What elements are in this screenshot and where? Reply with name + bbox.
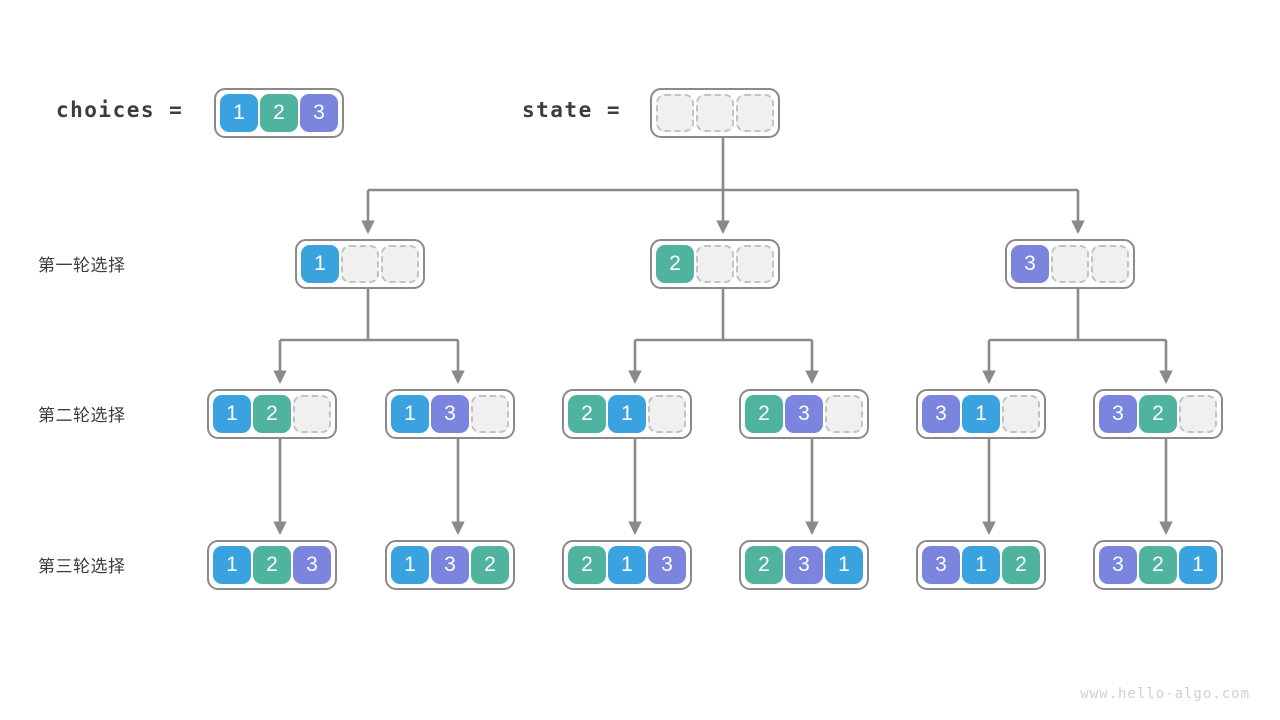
watermark: www.hello-algo.com [1080, 686, 1250, 702]
array-cell-filled: 3 [293, 546, 331, 584]
array-cell-empty [1091, 245, 1129, 283]
array-cell-filled: 2 [253, 395, 291, 433]
array-cell-filled: 2 [471, 546, 509, 584]
array-cell-filled: 3 [922, 546, 960, 584]
array-cell-filled: 2 [745, 395, 783, 433]
array-cell-filled: 1 [962, 395, 1000, 433]
array-cell-filled: 1 [213, 546, 251, 584]
array-cell-filled: 3 [785, 395, 823, 433]
array-cell-filled: 3 [1099, 546, 1137, 584]
array-cell-empty [1051, 245, 1089, 283]
state-array [650, 88, 780, 138]
array-cell-filled: 1 [220, 94, 258, 132]
array-cell-empty [648, 395, 686, 433]
round1-node-3: 3 [1005, 239, 1135, 289]
row-label-round-2: 第二轮选择 [38, 406, 126, 425]
array-cell-filled: 3 [648, 546, 686, 584]
round1-node-1: 1 [295, 239, 425, 289]
array-cell-empty [825, 395, 863, 433]
array-cell-filled: 3 [922, 395, 960, 433]
array-cell-empty [696, 94, 734, 132]
array-cell-filled: 2 [656, 245, 694, 283]
array-cell-filled: 2 [253, 546, 291, 584]
array-cell-filled: 2 [260, 94, 298, 132]
array-cell-empty [696, 245, 734, 283]
array-cell-filled: 1 [825, 546, 863, 584]
array-cell-filled: 2 [1002, 546, 1040, 584]
array-cell-filled: 1 [608, 395, 646, 433]
row-label-round-3: 第三轮选择 [38, 557, 126, 576]
array-cell-empty [1179, 395, 1217, 433]
array-cell-filled: 2 [568, 546, 606, 584]
array-cell-filled: 3 [1099, 395, 1137, 433]
array-cell-empty [736, 245, 774, 283]
array-cell-filled: 1 [962, 546, 1000, 584]
array-cell-filled: 2 [1139, 546, 1177, 584]
array-cell-filled: 1 [1179, 546, 1217, 584]
array-cell-filled: 1 [608, 546, 646, 584]
array-cell-empty [736, 94, 774, 132]
array-cell-filled: 2 [745, 546, 783, 584]
state-label: state = [522, 98, 622, 122]
array-cell-filled: 2 [568, 395, 606, 433]
array-cell-filled: 3 [300, 94, 338, 132]
array-cell-filled: 3 [431, 546, 469, 584]
array-cell-empty [471, 395, 509, 433]
array-cell-empty [341, 245, 379, 283]
array-cell-filled: 1 [301, 245, 339, 283]
array-cell-empty [1002, 395, 1040, 433]
array-cell-empty [293, 395, 331, 433]
array-cell-filled: 1 [391, 546, 429, 584]
array-cell-filled: 3 [1011, 245, 1049, 283]
choices-label: choices = [56, 98, 184, 122]
array-cell-empty [381, 245, 419, 283]
row-label-round-1: 第一轮选择 [38, 256, 126, 275]
array-cell-filled: 3 [785, 546, 823, 584]
array-cell-filled: 2 [1139, 395, 1177, 433]
array-cell-filled: 3 [431, 395, 469, 433]
array-cell-filled: 1 [391, 395, 429, 433]
array-cell-empty [656, 94, 694, 132]
round1-node-2: 2 [650, 239, 780, 289]
array-cell-filled: 1 [213, 395, 251, 433]
